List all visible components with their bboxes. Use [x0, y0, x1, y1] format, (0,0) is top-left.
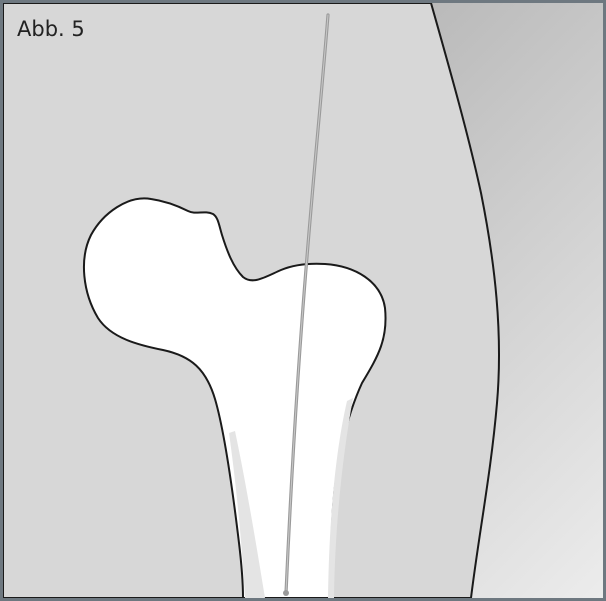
guide-wire-tip: [283, 590, 289, 596]
femur-illustration: [3, 3, 603, 598]
figure-label: Abb. 5: [17, 19, 85, 40]
